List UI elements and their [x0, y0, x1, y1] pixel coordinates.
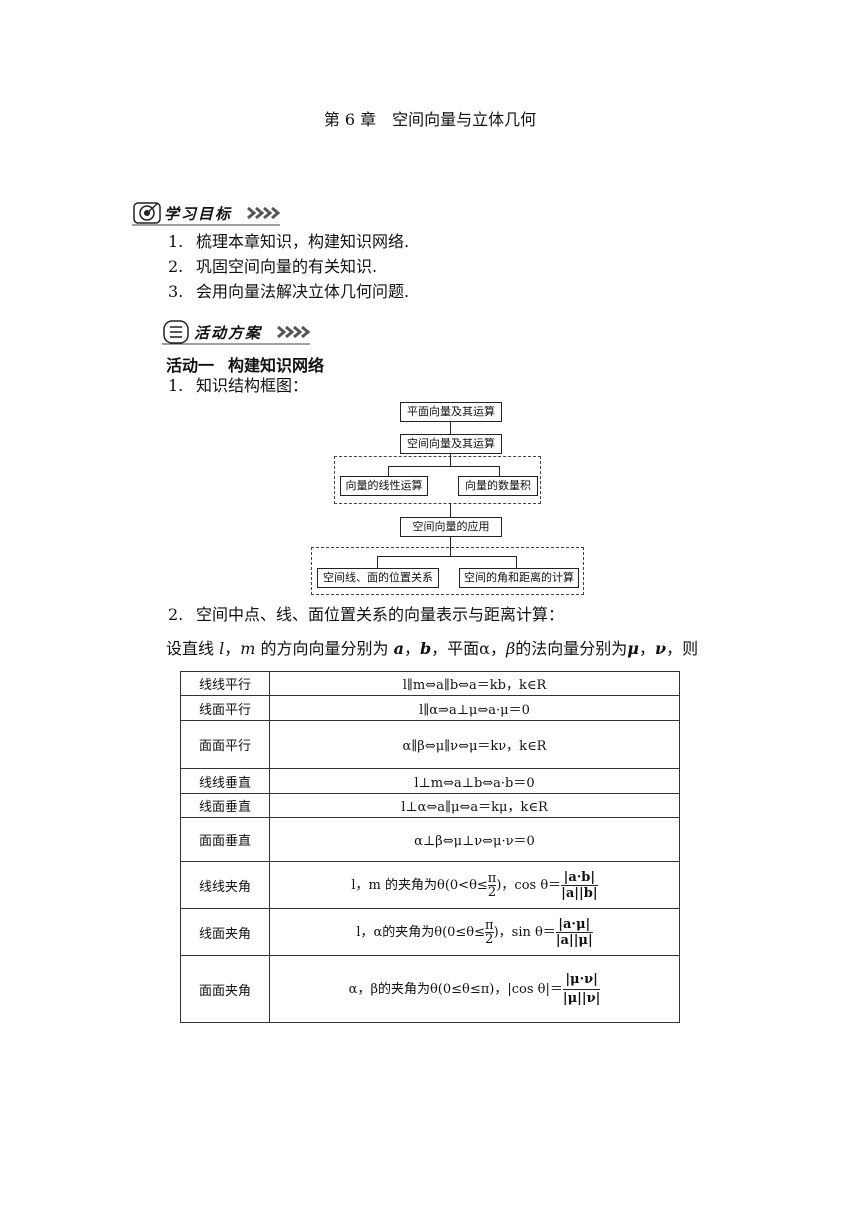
intro-sentence: 设直线 l，m 的方向向量分别为 a，b，平面α，β的法向量分别为μ，ν，则 [166, 639, 699, 658]
node-plane-vector: 平面向量及其运算 [400, 402, 502, 422]
node-applications: 空间向量的应用 [400, 517, 502, 537]
activity-plan-badge: 活动方案 [160, 318, 320, 346]
formula-plane-plane-angle: α，β的夹角为θ(0≤θ≤π)，|cos θ|＝|μ·ν||μ||ν| [269, 955, 680, 1023]
table-row: 线面垂直 l⊥α⇔a∥μ⇔a＝kμ，k∈R [180, 793, 680, 818]
goal-item: 3.会用向量法解决立体几何问题. [168, 282, 410, 301]
chapter-title: 第 6 章 空间向量与立体几何 [323, 110, 537, 129]
node-angles-distance: 空间的角和距离的计算 [459, 568, 579, 588]
badge-label: 活动方案 [194, 324, 263, 342]
goal-item: 1.梳理本章知识，构建知识网络. [168, 232, 410, 251]
list-icon [162, 320, 311, 345]
node-positions: 空间线、面的位置关系 [317, 568, 439, 588]
target-icon [132, 202, 281, 226]
node-linear-ops: 向量的线性运算 [340, 476, 428, 496]
badge-label: 学习目标 [164, 205, 233, 223]
table-row: 线面平行 l∥α⇒a⊥μ⇔a·μ＝0 [180, 695, 680, 721]
node-space-vector: 空间向量及其运算 [400, 434, 502, 454]
table-row: 线线垂直 l⊥m⇔a⊥b⇔a·b＝0 [180, 768, 680, 794]
table-row: 面面垂直 α⊥β⇔μ⊥ν⇔μ·ν＝0 [180, 817, 680, 862]
learning-goals-badge: 学习目标 [130, 199, 290, 227]
list-item: 1.知识结构框图： [168, 376, 309, 395]
node-dot-product: 向量的数量积 [458, 476, 538, 496]
vector-relations-table: 线线平行 l∥m⇔a∥b⇔a＝kb，k∈R 线面平行 l∥α⇒a⊥μ⇔a·μ＝0… [180, 671, 680, 1023]
table-row: 面面夹角 α，β的夹角为θ(0≤θ≤π)，|cos θ|＝|μ·ν||μ||ν| [180, 955, 680, 1023]
activity-heading: 活动一构建知识网络 [166, 356, 325, 375]
table-row: 线线平行 l∥m⇔a∥b⇔a＝kb，k∈R [180, 671, 680, 696]
goal-item: 2.巩固空间向量的有关知识. [168, 257, 378, 276]
list-item: 2.空间中点、线、面位置关系的向量表示与距离计算： [168, 605, 565, 624]
table-row: 面面平行 α∥β⇔μ∥ν⇔μ＝kν，k∈R [180, 720, 680, 769]
